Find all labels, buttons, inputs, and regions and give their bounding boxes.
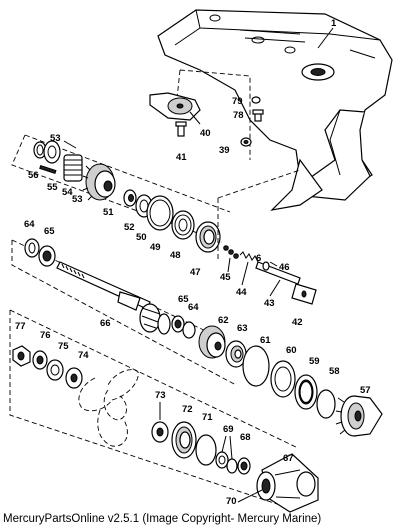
cam-42: [291, 283, 317, 305]
bushing-52: [123, 189, 137, 207]
spacer-69: [215, 451, 238, 474]
seal-ring-56: [33, 141, 47, 159]
callout-50: 50: [136, 232, 147, 243]
callout-76: 76: [40, 330, 51, 341]
spacer-75: [46, 359, 64, 381]
callout-52: 52: [124, 222, 135, 233]
callout-47: 47: [190, 267, 201, 278]
image-caption: MercuryPartsOnline v2.5.1 (Image Copyrig…: [3, 513, 322, 525]
washer-79: [251, 96, 261, 104]
callout-63: 63: [237, 323, 248, 334]
seal-68: [237, 457, 251, 475]
callout-56: 56: [28, 170, 39, 181]
callout-61: 61: [260, 335, 271, 346]
callout-69: 69: [223, 424, 234, 435]
o-ring-58: [316, 389, 336, 419]
callout-65-mid: 65: [178, 294, 189, 305]
tab-washer-76: [32, 350, 48, 370]
seal-65-left: [38, 245, 56, 267]
callout-42: 42: [292, 317, 303, 328]
o-ring-61: [242, 345, 270, 387]
callout-79: 79: [232, 96, 243, 107]
callout-74: 74: [78, 350, 89, 361]
callout-39: 39: [219, 145, 230, 156]
bolt-78: [252, 109, 264, 122]
callout-78: 78: [233, 110, 244, 121]
nut-77: [12, 345, 31, 367]
callout-70: 70: [226, 496, 237, 507]
callout-53-lower: 53: [72, 194, 83, 205]
o-ring-59: [294, 374, 318, 410]
callout-67: 67: [283, 453, 294, 464]
callout-54: 54: [62, 187, 73, 198]
callout-41: 41: [176, 152, 187, 163]
bearing-carrier-57: [335, 395, 383, 437]
bearing-72: [171, 421, 197, 459]
gear-housing-1: [157, 9, 393, 211]
o-ring-71: [195, 434, 217, 466]
callout-77: 77: [15, 321, 26, 332]
washer-64-mid: [182, 321, 196, 339]
callout-75: 75: [58, 341, 69, 352]
callout-6: 6: [256, 253, 261, 264]
callout-64-mid: 64: [188, 302, 199, 313]
thrust-hub-74: [65, 367, 83, 389]
bearing-53-upper: [43, 140, 61, 164]
callout-62: 62: [218, 315, 229, 326]
washer-64-left: [24, 238, 40, 258]
callout-64-left: 64: [24, 219, 35, 230]
bearing-carrier-67: [256, 453, 319, 513]
propeller-outline: [78, 369, 139, 447]
washer-73: [151, 421, 169, 443]
washer-60: [270, 360, 296, 398]
callout-49: 49: [150, 242, 161, 253]
forward-gear-51: [82, 163, 116, 201]
callout-40: 40: [200, 128, 211, 139]
callout-45: 45: [220, 272, 231, 283]
seal-65-mid: [171, 315, 185, 333]
callout-48: 48: [170, 250, 181, 261]
pin-55: [39, 164, 57, 175]
fitting-39: [240, 137, 252, 147]
callout-73: 73: [155, 390, 166, 401]
callout-65-left: 65: [44, 226, 55, 237]
detent-balls-45: [223, 245, 239, 259]
bearing-cup-47: [195, 221, 221, 253]
callout-60: 60: [286, 345, 297, 356]
propeller-shaft-66: [56, 261, 171, 335]
roller-bearing-48: [171, 210, 195, 240]
callout-66: 66: [100, 318, 111, 329]
shift-shaft-43: [255, 261, 301, 285]
callout-59: 59: [309, 356, 320, 367]
callout-71: 71: [202, 412, 213, 423]
reverse-gear-62: [198, 325, 226, 359]
callout-43: 43: [264, 298, 275, 309]
callout-53-upper: 53: [50, 133, 61, 144]
washer-49: [146, 195, 174, 231]
callout-72: 72: [182, 404, 193, 415]
callout-1: 1: [331, 18, 337, 29]
callout-44: 44: [236, 287, 247, 298]
screw-41: [175, 121, 187, 137]
callout-51: 51: [103, 207, 114, 218]
callout-68: 68: [240, 432, 251, 443]
callout-57: 57: [360, 385, 371, 396]
spring-44: [239, 251, 259, 263]
trim-plate-40: [149, 92, 201, 121]
clutch-54: [63, 154, 83, 182]
thrust-bearing-63: [225, 340, 247, 368]
callout-55: 55: [47, 182, 58, 193]
callout-58: 58: [329, 366, 340, 377]
callout-46: 46: [279, 262, 290, 273]
